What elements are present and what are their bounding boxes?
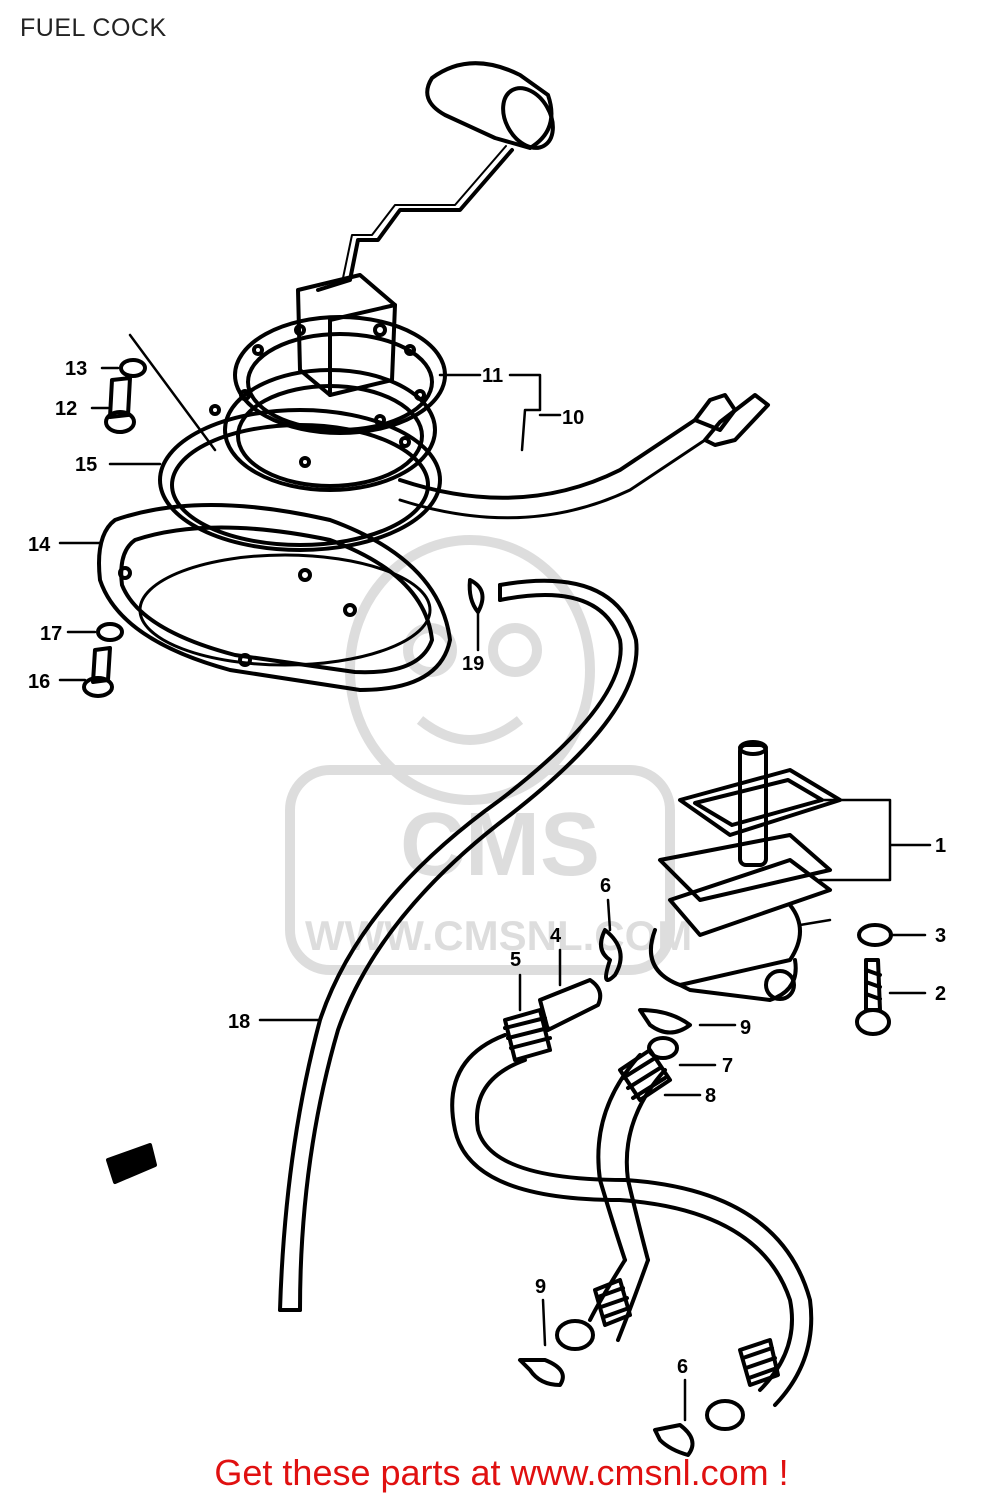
screw-16 [82,646,114,698]
callout-8: 8 [705,1085,716,1107]
screw-2 [855,958,891,1036]
clip-9-lower [518,1358,565,1387]
fuel-hose-upper [596,1053,642,1262]
callout-9: 9 [740,1017,751,1039]
callout-5: 5 [510,949,521,971]
callout-1: 1 [935,835,946,857]
float-arm [316,148,514,292]
callout-6-lower: 6 [677,1356,688,1378]
callout-12: 12 [55,398,77,420]
callout-9-lower: 9 [535,1276,546,1298]
clip-9-upper [638,1008,692,1035]
fuel-gauge-float [425,61,555,150]
watermark-brand: CMS [400,795,600,895]
hose-clip-19 [467,578,485,614]
spring-5 [503,1008,552,1062]
screw-12 [104,376,136,434]
fuel-hose-long [278,593,623,1312]
o-ring-gasket [158,408,442,552]
washer-13 [119,358,147,378]
callout-3: 3 [935,925,946,947]
hose-end-lower-left [555,1319,595,1351]
fuel-hose-lower [450,1033,794,1392]
tank-mount-plate [97,503,452,692]
watermark-site: WWW.CMSNL.COM [305,912,690,959]
page-title: FUEL COCK [20,14,167,42]
spring-8 [618,1048,672,1102]
callout-14: 14 [28,534,51,556]
callout-2: 2 [935,983,946,1005]
clip-6-upper [599,928,623,982]
fuel-cock-assembly [649,740,842,1002]
callout-11: 11 [482,365,503,387]
callout-16: 16 [28,671,50,693]
callout-19: 19 [462,653,484,675]
hose-end-7 [647,1036,679,1060]
washer-3 [857,923,893,947]
washer-17 [96,622,124,642]
callout-10: 10 [562,407,584,429]
direction-arrow-icon [106,1143,157,1184]
callout-17: 17 [40,623,62,645]
footer-shop-link[interactable]: Get these parts at www.cmsnl.com ! [214,1452,789,1493]
callout-18: 18 [228,1011,250,1033]
callout-13: 13 [65,358,87,380]
sender-gasket [209,368,437,492]
clip-6-lower [653,1423,695,1457]
callout-15: 15 [75,454,97,476]
spring-lower-right [738,1338,780,1387]
callout-7: 7 [722,1055,733,1077]
hose-end-lower-right [705,1399,745,1431]
callout-6: 6 [600,875,611,897]
wire-connector [693,393,770,447]
callout-4: 4 [550,925,562,947]
sender-wire [398,418,697,500]
spring-lower-left [593,1278,632,1327]
hose-piece-4 [538,978,603,1032]
